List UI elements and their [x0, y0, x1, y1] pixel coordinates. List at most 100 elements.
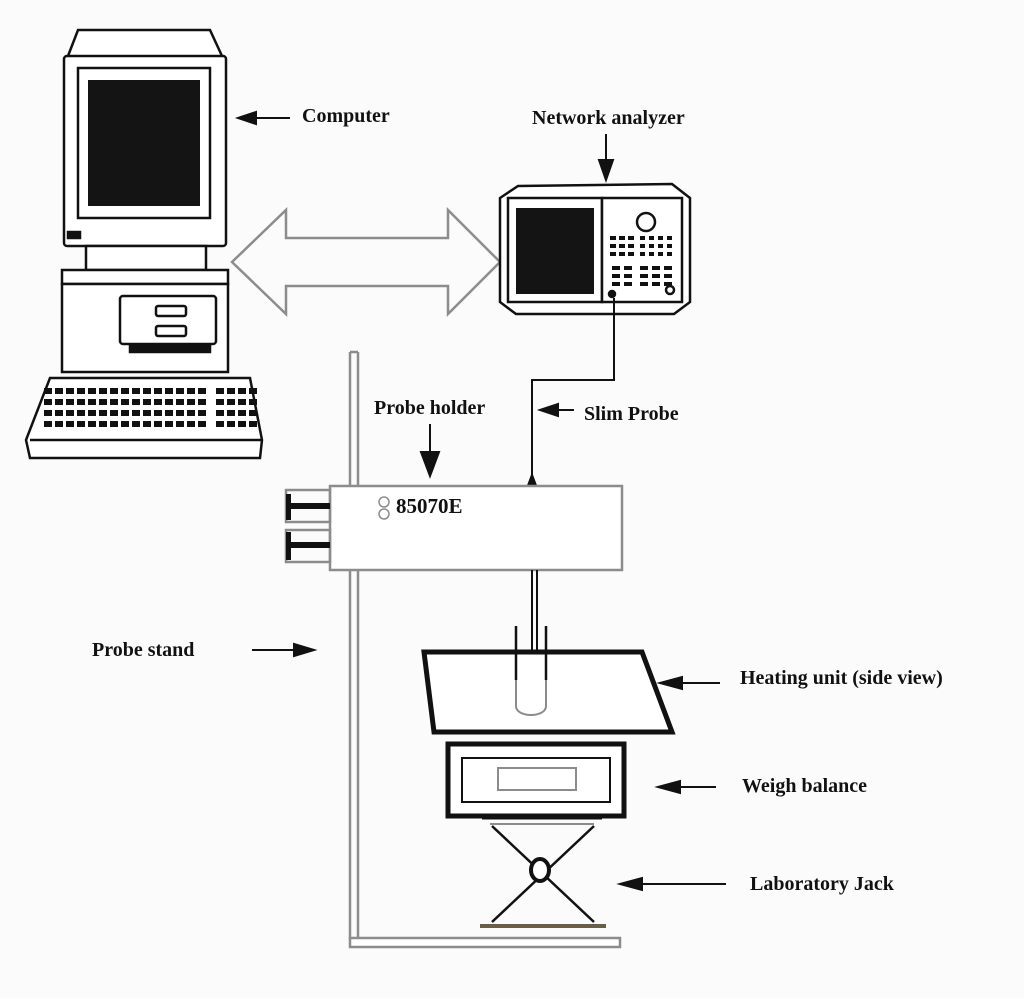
keyboard-key — [77, 421, 85, 427]
analyzer-button — [640, 282, 648, 286]
analyzer-button — [652, 282, 660, 286]
analyzer-button — [667, 236, 672, 240]
label-probe-holder: Probe holder — [374, 397, 486, 419]
keyboard-key — [154, 421, 162, 427]
keyboard-key — [165, 410, 173, 416]
keyboard-key — [249, 399, 257, 405]
analyzer-button — [612, 266, 620, 270]
label-slim-probe: Slim Probe — [584, 403, 679, 425]
keyboard-key — [44, 388, 52, 394]
keyboard-key — [132, 399, 140, 405]
keyboard-key — [55, 421, 63, 427]
keyboard-key — [132, 388, 140, 394]
analyzer-button — [640, 236, 645, 240]
keyboard-key — [44, 399, 52, 405]
keyboard-key — [143, 410, 151, 416]
analyzer-button — [610, 244, 616, 248]
analyzer-button — [667, 244, 672, 248]
cable-arrow-icon — [526, 472, 538, 488]
keyboard-key — [238, 410, 246, 416]
keyboard-key — [44, 410, 52, 416]
keyboard-key — [88, 388, 96, 394]
keyboard-key — [66, 410, 74, 416]
analyzer-buttons — [610, 236, 672, 286]
keyboard-key — [176, 410, 184, 416]
label-probe-code: 85070E — [396, 494, 463, 518]
keyboard-key — [121, 399, 129, 405]
keyboard-key — [227, 388, 235, 394]
laboratory-jack — [480, 816, 606, 928]
keyboard-key — [55, 410, 63, 416]
keyboard-key — [176, 421, 184, 427]
keyboard-key — [121, 388, 129, 394]
keyboard-key — [227, 410, 235, 416]
network-analyzer-icon — [498, 182, 692, 316]
analyzer-button — [640, 244, 645, 248]
keyboard-key — [99, 388, 107, 394]
keyboard-key — [44, 421, 52, 427]
keyboard-key — [121, 410, 129, 416]
keyboard-key — [143, 421, 151, 427]
analyzer-button — [664, 266, 672, 270]
keyboard-key — [66, 399, 74, 405]
label-computer: Computer — [302, 105, 390, 127]
probe-stand — [348, 350, 622, 949]
keyboard-key — [187, 410, 195, 416]
analyzer-button — [652, 266, 660, 270]
keyboard-key — [238, 421, 246, 427]
probe-tip — [515, 680, 547, 716]
keyboard-key — [99, 399, 107, 405]
keyboard-key — [55, 388, 63, 394]
analyzer-button — [658, 252, 663, 256]
keyboard-key — [77, 399, 85, 405]
keyboard-key — [176, 399, 184, 405]
holder-indicators — [378, 496, 390, 520]
keyboard-key — [216, 388, 224, 394]
keyboard-key — [143, 399, 151, 405]
keyboard-key — [238, 388, 246, 394]
probe-holder — [284, 484, 624, 572]
keyboard-key — [187, 421, 195, 427]
keyboard-key — [165, 388, 173, 394]
computer-icon — [24, 28, 264, 460]
analyzer-button — [624, 282, 632, 286]
keyboard-key — [110, 388, 118, 394]
probe-cable — [531, 298, 615, 488]
analyzer-button — [664, 282, 672, 286]
keyboard-key — [187, 388, 195, 394]
keyboard-key — [66, 421, 74, 427]
sample-tube — [514, 626, 548, 680]
keyboard-key — [88, 421, 96, 427]
analyzer-button — [619, 252, 625, 256]
keyboard-key — [165, 399, 173, 405]
keyboard-key — [165, 421, 173, 427]
keyboard-key — [227, 399, 235, 405]
analyzer-button — [667, 252, 672, 256]
analyzer-button — [624, 274, 632, 278]
keyboard-key — [198, 410, 206, 416]
keyboard-key — [176, 388, 184, 394]
keyboard-key — [143, 388, 151, 394]
keyboard-key — [198, 421, 206, 427]
analyzer-button — [649, 244, 654, 248]
keyboard-key — [88, 410, 96, 416]
keyboard-key — [88, 399, 96, 405]
analyzer-button — [610, 236, 616, 240]
analyzer-button — [652, 274, 660, 278]
keyboard-key — [187, 399, 195, 405]
analyzer-button — [649, 236, 654, 240]
analyzer-button — [664, 274, 672, 278]
analyzer-button — [619, 244, 625, 248]
analyzer-button — [612, 274, 620, 278]
holder-clamps — [286, 494, 330, 560]
keyboard-key — [238, 399, 246, 405]
keyboard-key — [227, 421, 235, 427]
keyboard-key — [154, 388, 162, 394]
keyboard-key — [110, 410, 118, 416]
label-weigh-balance: Weigh balance — [742, 775, 868, 797]
label-heating-unit: Heating unit (side view) — [740, 667, 943, 689]
keyboard-key — [216, 410, 224, 416]
analyzer-button — [619, 236, 625, 240]
